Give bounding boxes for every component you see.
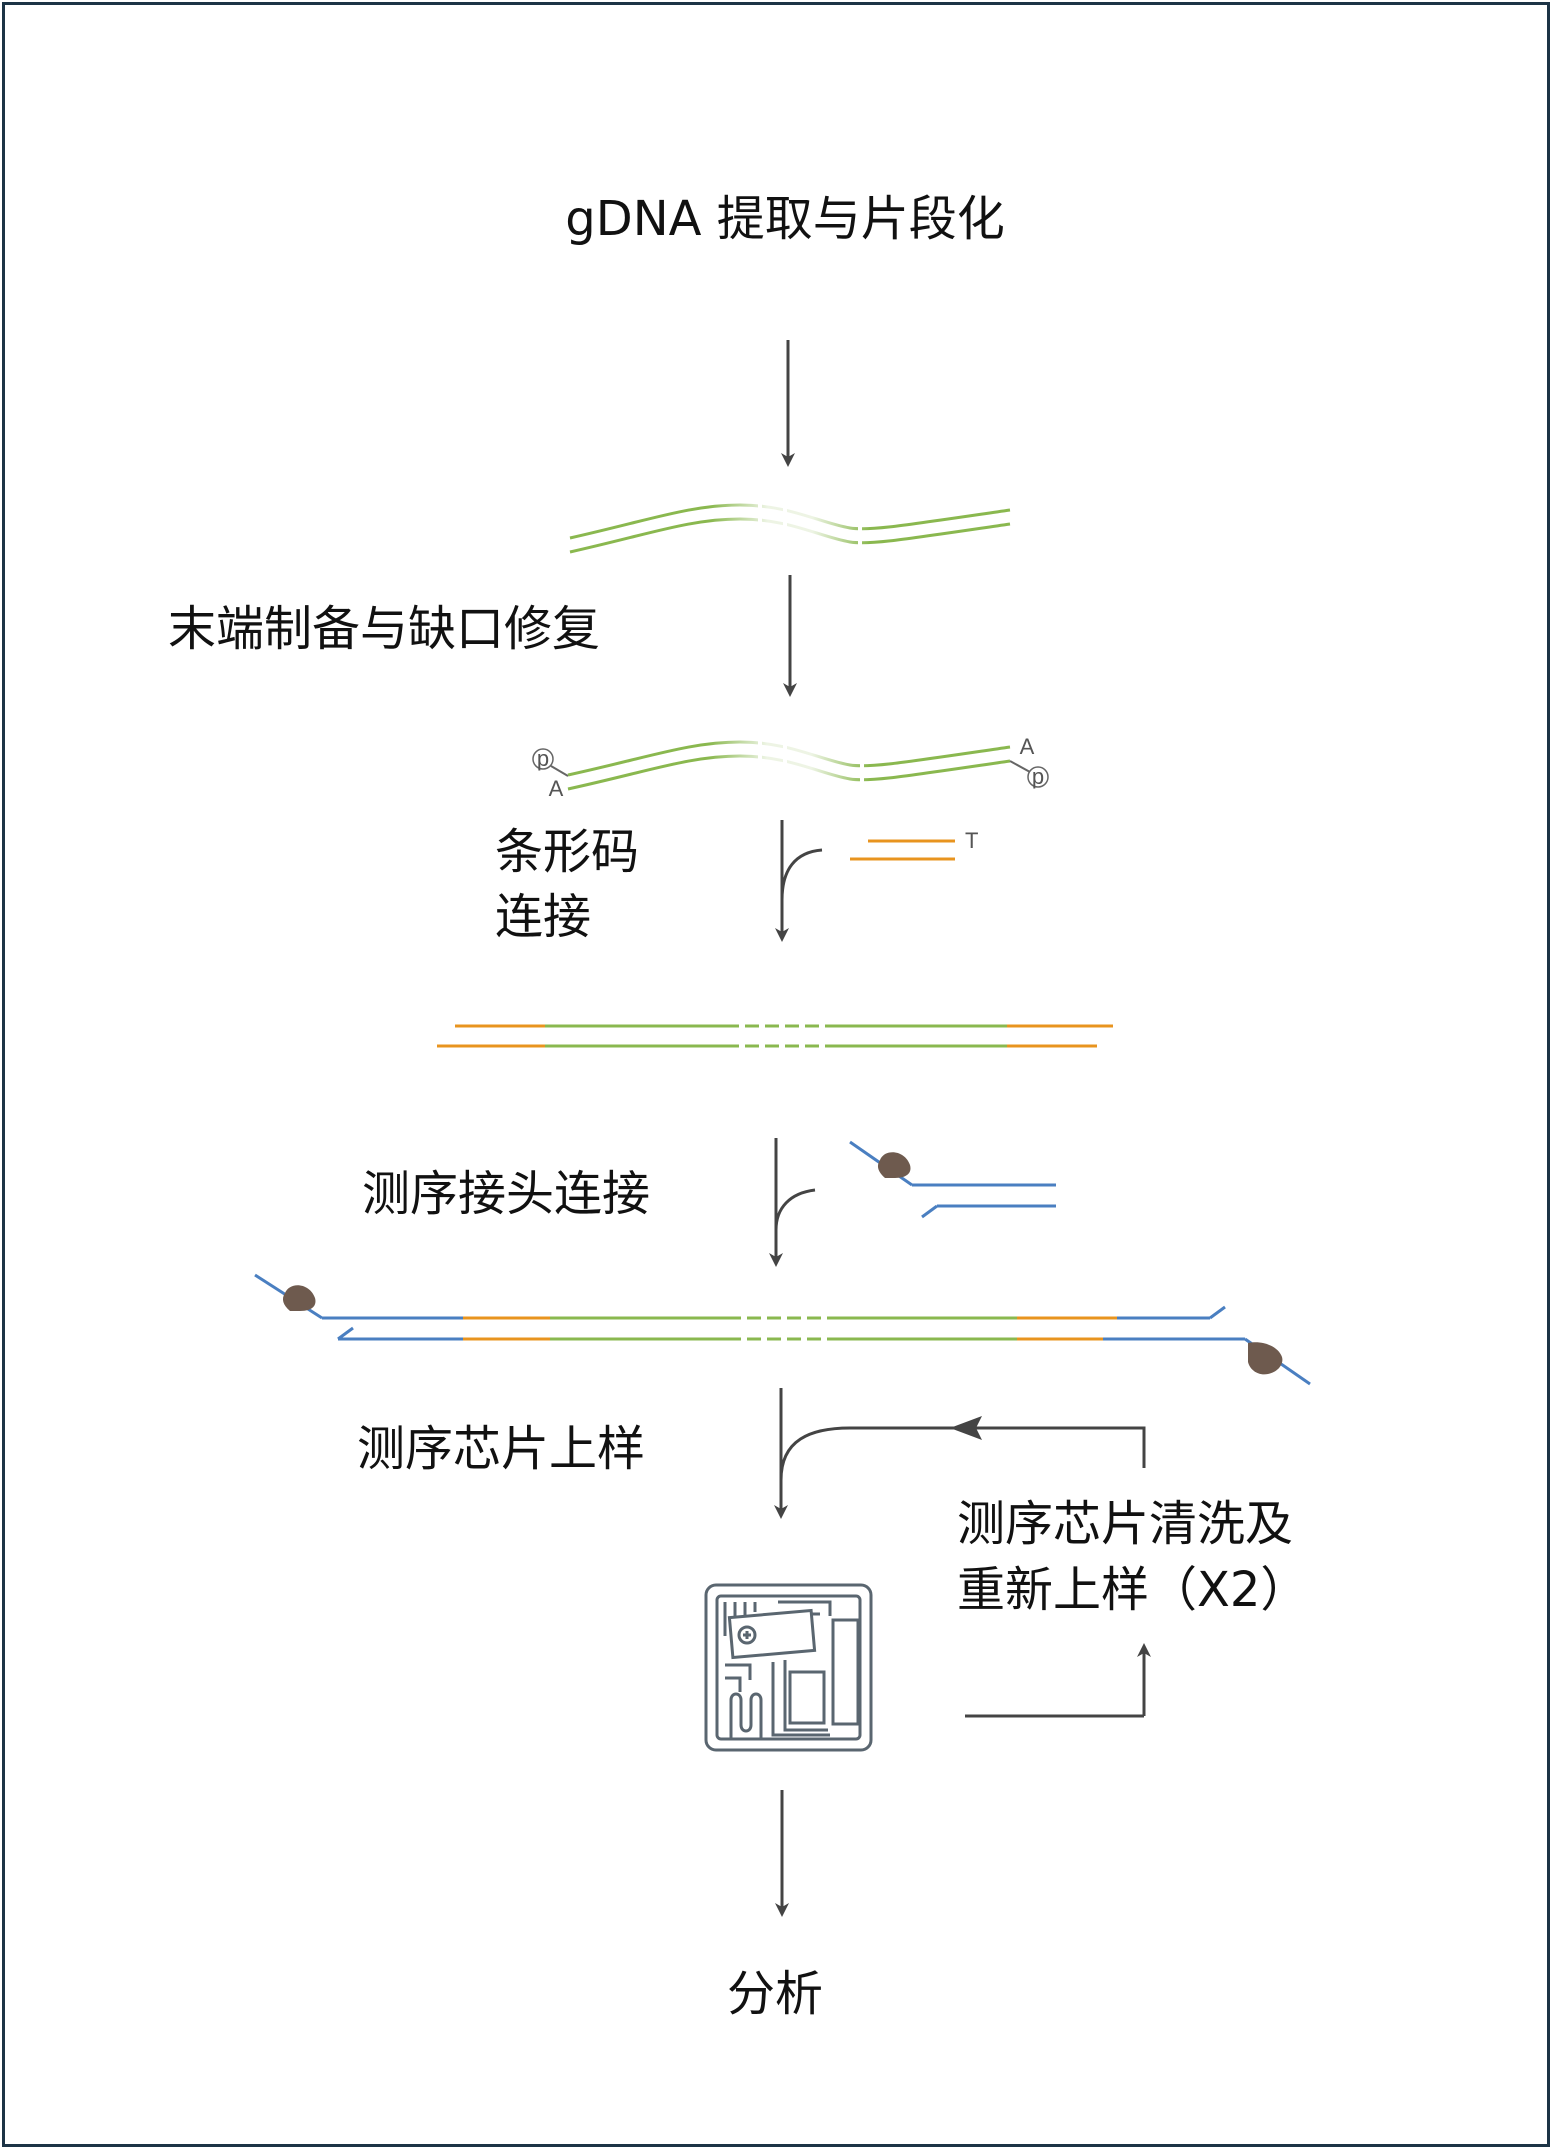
merge-curve — [780, 848, 823, 901]
step-extraction-label: gDNA 提取与片段化 — [565, 191, 1004, 247]
phosphate-label: p — [537, 746, 549, 771]
phosphate-icon — [1027, 766, 1049, 788]
adapted-library — [254, 1273, 1311, 1386]
motor-protein-icon — [1248, 1342, 1283, 1375]
reload-loop-line — [779, 1426, 1146, 1481]
merge-curve — [774, 1188, 816, 1231]
barcoded-dna — [437, 1024, 1113, 1048]
step-analysis-label: 分析 — [727, 1966, 823, 2022]
loop-arrowhead — [950, 1416, 982, 1440]
adapter-with-motor — [849, 1140, 1056, 1219]
t-overhang-label: T — [965, 828, 978, 853]
step-wash-label-line2: 重新上样（X2） — [957, 1562, 1308, 1618]
motor-protein-icon — [282, 1285, 316, 1311]
phosphate-label: p — [1032, 764, 1044, 789]
phosphate-icon — [532, 748, 554, 770]
step-barcode-label-line2: 连接 — [495, 889, 591, 945]
dna-fragment — [569, 503, 1011, 554]
a-tail-label: A — [1020, 734, 1035, 759]
dna-break-marks — [758, 500, 862, 560]
step-load-label: 测序芯片上样 — [357, 1421, 645, 1477]
step-barcode-label-line1: 条形码 — [495, 824, 639, 880]
end-prepped-dna: p A A p — [532, 734, 1049, 801]
step-wash-label-line1: 测序芯片清洗及 — [957, 1496, 1293, 1552]
step-end-prep-label: 末端制备与缺口修复 — [168, 601, 600, 657]
step-adapter-label: 测序接头连接 — [362, 1166, 650, 1222]
a-tail-label: A — [549, 776, 564, 801]
barcode-duplex — [850, 839, 955, 861]
motor-protein-icon — [877, 1152, 911, 1178]
flow-cell-chip-icon — [704, 1583, 873, 1752]
